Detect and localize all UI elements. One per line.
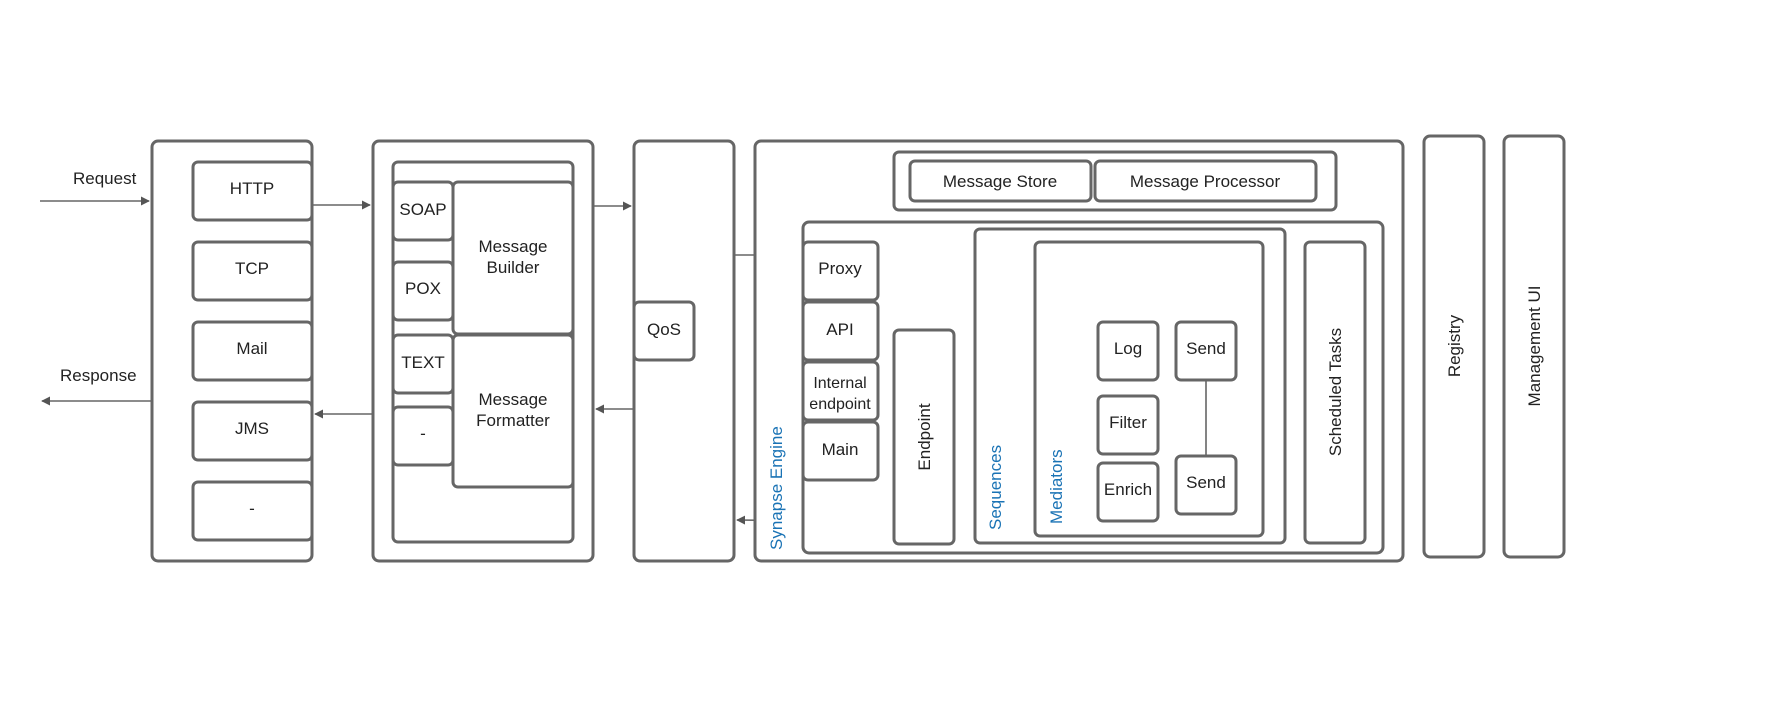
message-processor-box [1093, 159, 1318, 203]
send-bottom-label: Send [1186, 473, 1226, 492]
log-label: Log [1114, 339, 1142, 358]
endpoint-box [892, 328, 956, 546]
sequences-label: Sequences [986, 445, 1005, 530]
send-top-box [1174, 320, 1238, 382]
endpoint-label: Endpoint [915, 403, 934, 470]
mediators-label: Mediators [1047, 449, 1066, 524]
filter-box [1096, 394, 1160, 456]
enrich-label: Enrich [1104, 480, 1152, 499]
qos-box [632, 300, 696, 362]
response-label: Response [60, 366, 137, 385]
message-formatter-box [451, 333, 575, 489]
internal-endpoint-box [801, 360, 880, 422]
transport-tcp-label: TCP [235, 259, 269, 278]
transport-tcp-box [191, 240, 314, 302]
message-builder-line2: Builder [487, 258, 540, 277]
send-bottom-box [1174, 454, 1238, 516]
log-box [1096, 320, 1160, 382]
transport-jms-box [191, 400, 314, 462]
enrich-box [1096, 461, 1160, 523]
transport-jms-label: JMS [235, 419, 269, 438]
message-formatter-line1: Message [479, 390, 548, 409]
transport-other-box [191, 480, 314, 542]
transport-other-label: - [249, 499, 255, 518]
format-text-label: TEXT [401, 353, 444, 372]
message-store-label: Message Store [943, 172, 1057, 191]
api-box [801, 300, 880, 362]
send-top-label: Send [1186, 339, 1226, 358]
transport-mail-box [191, 320, 314, 382]
internal-endpoint-line1: Internal [813, 375, 866, 392]
message-processor-label: Message Processor [1130, 172, 1281, 191]
management-ui-label: Management UI [1525, 286, 1544, 407]
qos-label: QoS [647, 320, 681, 339]
proxy-label: Proxy [818, 259, 862, 278]
registry-label: Registry [1445, 314, 1464, 377]
proxy-box [801, 240, 880, 302]
management-ui-panel [1502, 134, 1566, 559]
transport-http-label: HTTP [230, 179, 274, 198]
transport-http-box [191, 160, 314, 222]
message-builder-line1: Message [479, 237, 548, 256]
scheduled-tasks-box [1303, 240, 1367, 545]
registry-panel [1422, 134, 1486, 559]
scheduled-tasks-label: Scheduled Tasks [1326, 328, 1345, 456]
main-label: Main [822, 440, 859, 459]
format-soap-label: SOAP [399, 200, 446, 219]
filter-label: Filter [1109, 413, 1147, 432]
internal-endpoint-line2: endpoint [809, 396, 871, 413]
transport-mail-label: Mail [236, 339, 267, 358]
message-store-box [908, 159, 1093, 203]
request-label: Request [73, 169, 137, 188]
message-formatter-line2: Formatter [476, 411, 550, 430]
main-box [801, 420, 880, 482]
format-other-label: - [420, 424, 426, 443]
api-label: API [826, 320, 853, 339]
format-pox-label: POX [405, 279, 441, 298]
synapse-engine-label: Synapse Engine [767, 426, 786, 550]
